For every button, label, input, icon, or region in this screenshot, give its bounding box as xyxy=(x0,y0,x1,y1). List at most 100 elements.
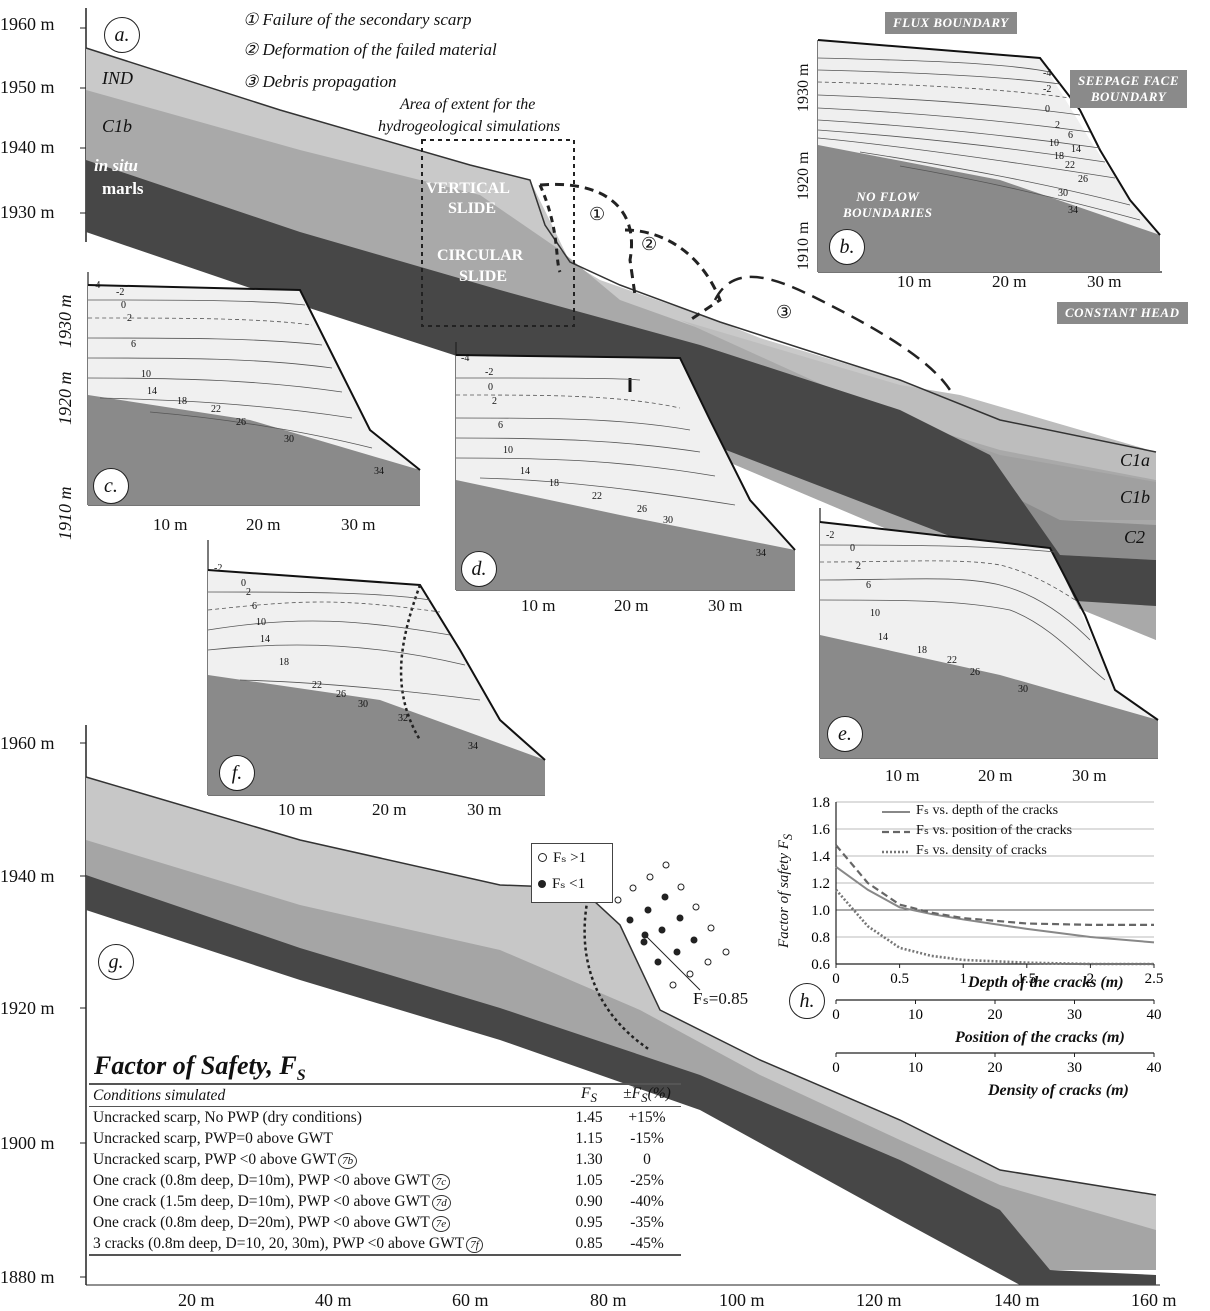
col-conditions: Conditions simulated xyxy=(89,1083,565,1108)
legend-gt-row: Fₛ >1 xyxy=(538,848,586,867)
marker-2: ② xyxy=(641,234,658,254)
row-cond: One crack (0.8m deep, D=20m), PWP <0 abo… xyxy=(89,1212,565,1233)
d-contour-label: 22 xyxy=(592,491,602,502)
e-xtick-10: 10 m xyxy=(885,766,920,785)
g-xtick-80: 80 m xyxy=(590,1290,627,1310)
f-contour-label: 2 xyxy=(246,587,251,598)
legend-lt-text: Fₛ <1 xyxy=(552,876,586,892)
vertical-slide-2: SLIDE xyxy=(448,200,497,217)
circular-slide-1: CIRCULAR xyxy=(437,247,524,264)
b-ytick-1930: 1930 m xyxy=(795,63,812,112)
table-row: Uncracked scarp, No PWP (dry conditions)… xyxy=(89,1107,681,1129)
e-contour-label: 22 xyxy=(947,655,957,666)
c-xtick-10: 10 m xyxy=(153,515,188,534)
row-pct: -25% xyxy=(630,1171,664,1189)
d-contour-label: 0 xyxy=(488,382,493,393)
d-contour-label: -4 xyxy=(461,353,470,364)
panel-g-label: g. xyxy=(98,944,134,980)
c-ytick-1920: 1920 m xyxy=(55,371,75,426)
figure-ref-tag: 7e xyxy=(431,1215,451,1232)
marls-label-2: marls xyxy=(102,179,144,198)
h-xtick-label: 10 xyxy=(908,1060,923,1076)
layer-c2-right xyxy=(960,470,1156,560)
row-fs: 0.85 xyxy=(565,1233,613,1257)
no-flow-tag: NO FLOW BOUNDARIES xyxy=(835,186,941,224)
d-contour-label: -2 xyxy=(485,367,494,378)
f-contour-label: 26 xyxy=(336,689,346,700)
h-xtick-label: 2.5 xyxy=(1145,971,1164,987)
g-ytick-1900: 1900 m xyxy=(0,1133,55,1153)
c-contour-label: 2 xyxy=(127,313,132,324)
h-xlabel-density: Density of cracks (m) xyxy=(988,1082,1129,1099)
g-xtick-60: 60 m xyxy=(452,1290,489,1310)
filled-dot-icon xyxy=(538,880,546,888)
b-contour-label: 14 xyxy=(1071,144,1081,155)
c-contour-label: -2 xyxy=(116,287,125,298)
e-contour-label: -2 xyxy=(826,530,835,541)
panel-c-label: c. xyxy=(93,468,129,504)
d-contour-label: 18 xyxy=(549,478,559,489)
a-ytick-1950: 1950 m xyxy=(0,77,55,97)
vertical-slide-1: VERTICAL xyxy=(426,180,510,197)
h-xtick-label: 0 xyxy=(832,1060,840,1076)
h-ytick-label: 0.8 xyxy=(811,930,830,946)
a-ytick-1960: 1960 m xyxy=(0,14,55,34)
g-xtick-20: 20 m xyxy=(178,1290,215,1310)
c-ytick-1930: 1930 m xyxy=(55,294,75,349)
panel-d-label: d. xyxy=(461,551,497,587)
h-xtick-label: 20 xyxy=(988,1007,1003,1023)
area-label-line2: hydrogeological simulations xyxy=(378,118,561,135)
d-contour-label: 26 xyxy=(637,504,647,515)
h-xtick-label: 40 xyxy=(1147,1007,1162,1023)
d-xtick-10: 10 m xyxy=(521,596,556,615)
step-3-text: ③ Debris propagation xyxy=(243,72,397,91)
fs-table: Conditions simulated F S ±FS(%) Uncracked… xyxy=(89,1083,681,1257)
cond-text: 3 cracks (0.8m deep, D=10, 20, 30m), PWP… xyxy=(93,1234,465,1252)
row-fs: 1.30 xyxy=(575,1150,603,1168)
d-contour-label: 14 xyxy=(520,466,530,477)
e-contour-label: 6 xyxy=(866,580,871,591)
noflow-line1: NO FLOW xyxy=(856,189,920,204)
h-ytick-label: 1.0 xyxy=(811,903,830,919)
h-ytick-label: 1.2 xyxy=(811,876,830,892)
legend-gt-text: Fₛ >1 xyxy=(553,850,587,866)
b-contour-label: 30 xyxy=(1058,188,1068,199)
figure-ref-tag: 7c xyxy=(431,1173,451,1190)
panel-f-plot xyxy=(207,540,546,796)
d-contour-label: 30 xyxy=(663,515,673,526)
panel-g-section xyxy=(80,725,1160,1286)
d-contour-label: 10 xyxy=(503,445,513,456)
h-ylabel-sub: S xyxy=(781,833,795,841)
h-xtick-label: 0 xyxy=(832,971,840,987)
c-contour-label: 0 xyxy=(121,300,126,311)
g-ytick-1880: 1880 m xyxy=(0,1267,55,1287)
seepage-face-tag: SEEPAGE FACE BOUNDARY xyxy=(1070,70,1188,108)
row-fs: 0.90 xyxy=(575,1192,603,1210)
f-contour-label: 10 xyxy=(256,617,266,628)
fs-legend: Fₛ >1 Fₛ <1 xyxy=(531,843,613,903)
col-pct: ±FS(%) xyxy=(613,1083,681,1108)
fs-table-header: Conditions simulated F S ±FS(%) xyxy=(89,1083,681,1108)
col-pct-sub: S xyxy=(641,1090,648,1106)
marker-3: ③ xyxy=(776,302,793,322)
f-contour-label: 30 xyxy=(358,699,368,710)
constant-head-tag: CONSTANT HEAD xyxy=(1057,302,1188,324)
panel-d-plot xyxy=(455,342,796,591)
panel-f-label: f. xyxy=(219,755,255,791)
g-xtick-120: 120 m xyxy=(856,1290,902,1310)
f-contour-label: -2 xyxy=(214,563,223,574)
row-pct: -45% xyxy=(613,1233,681,1257)
c-contour-label: 6 xyxy=(131,339,136,350)
h-xtick-label: 1.5 xyxy=(1017,971,1036,987)
col-fs-text: F xyxy=(581,1085,591,1102)
seepage-line1: SEEPAGE FACE xyxy=(1078,73,1180,88)
row-pct: -35% xyxy=(630,1213,664,1231)
h-xtick-label: 1 xyxy=(959,971,967,987)
b-contour-label: -4 xyxy=(1043,68,1052,79)
panel-a-label: a. xyxy=(104,17,140,53)
fs-annotation: Fₛ=0.85 xyxy=(693,989,749,1008)
f-contour-label: 22 xyxy=(312,680,322,691)
